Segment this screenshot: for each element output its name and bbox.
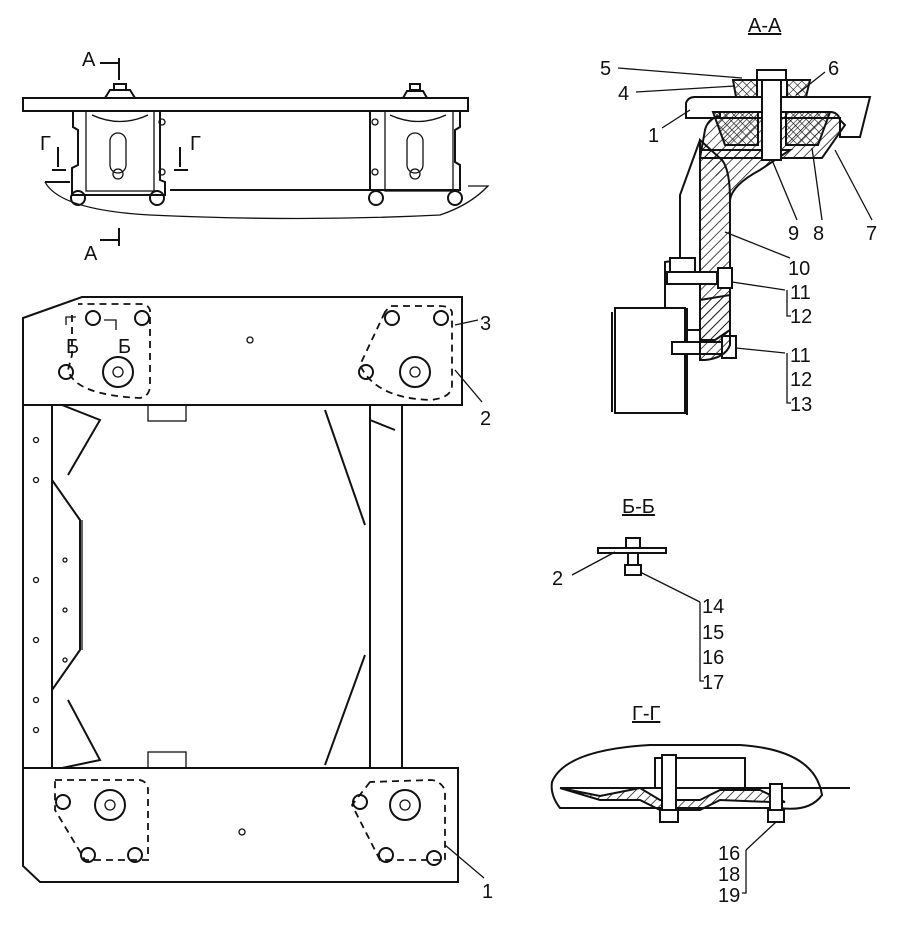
section-letter: Б: [66, 336, 79, 358]
mount-rear-left: [54, 779, 149, 863]
callout-label: 6: [828, 58, 839, 80]
bolt-head: [756, 69, 787, 81]
section-letter: А: [82, 49, 96, 71]
frame-contour: [44, 181, 490, 220]
section-letter: Г: [190, 133, 201, 155]
section-a-a-callouts: 5 6 4 1 9 8 7 10 11 12 11 12 13: [600, 58, 877, 416]
section-letter: А: [84, 243, 98, 265]
nut: [767, 809, 785, 823]
callout-label: 18: [718, 864, 740, 886]
section-mark-g-left: Г: [40, 133, 66, 171]
callout-label: 10: [788, 258, 810, 280]
nut: [717, 267, 733, 289]
section-mark-g-right: Г: [174, 133, 201, 171]
cab-floor-plate: [22, 97, 469, 112]
callout-label: 11: [790, 282, 811, 304]
callout-label: 2: [552, 568, 563, 590]
callout-label: 4: [618, 83, 629, 105]
callout-label: 1: [648, 125, 659, 147]
section-title: А-А: [748, 15, 782, 37]
callout-label: 13: [790, 394, 812, 416]
rear-crossmember: [22, 767, 459, 883]
callout-label: 16: [718, 843, 740, 865]
left-mount-bracket: [70, 83, 166, 206]
mount-front-left: Б Б: [58, 303, 151, 399]
callout-label: 2: [480, 408, 491, 430]
callout-label: 16: [702, 647, 724, 669]
callout-label: 11: [790, 345, 811, 367]
rubber-cushion-right: [785, 111, 832, 146]
section-a-a: А-А 5 6 4 1 9: [600, 15, 877, 416]
callout-label: 14: [702, 596, 724, 618]
section-mark-a-top: А: [82, 49, 120, 80]
callout-label: 9: [788, 223, 799, 245]
section-letter: Г: [40, 133, 51, 155]
section-letter: Б: [118, 336, 131, 358]
section-title: Г-Г: [632, 703, 660, 725]
callout-label: 12: [790, 369, 812, 391]
section-mark-a-bottom: А: [84, 228, 120, 265]
right-mount-bracket: [368, 83, 463, 206]
mount-rear-right: [350, 779, 446, 866]
section-title: Б-Б: [622, 496, 655, 518]
top-view: А А Г Г: [22, 49, 490, 265]
nut: [659, 809, 679, 823]
callout-label: 8: [813, 223, 824, 245]
mount-front-right: [358, 305, 453, 401]
callout-label: 19: [718, 885, 740, 907]
front-crossmember: [22, 296, 463, 406]
section-b-b: Б-Б 2 14 15 16 17: [552, 496, 724, 694]
nut: [624, 564, 642, 576]
callout-label: 7: [866, 223, 877, 245]
frame-holes: [32, 336, 254, 836]
callout-label: 12: [790, 306, 812, 328]
callout-label: 1: [482, 881, 493, 903]
mount-top-cushion: [103, 89, 137, 99]
attached-unit: [614, 307, 686, 414]
callout-label: 5: [600, 58, 611, 80]
section-g-g: Г-Г 16 18 19: [550, 703, 850, 907]
rubber-cushion-left: [711, 111, 759, 146]
callout-label: 15: [702, 622, 724, 644]
callout-label: 3: [480, 313, 491, 335]
frame-plan-view: Б Б 3 2 1: [22, 296, 493, 903]
callout-label: 17: [702, 672, 724, 694]
bolt: [761, 79, 782, 161]
